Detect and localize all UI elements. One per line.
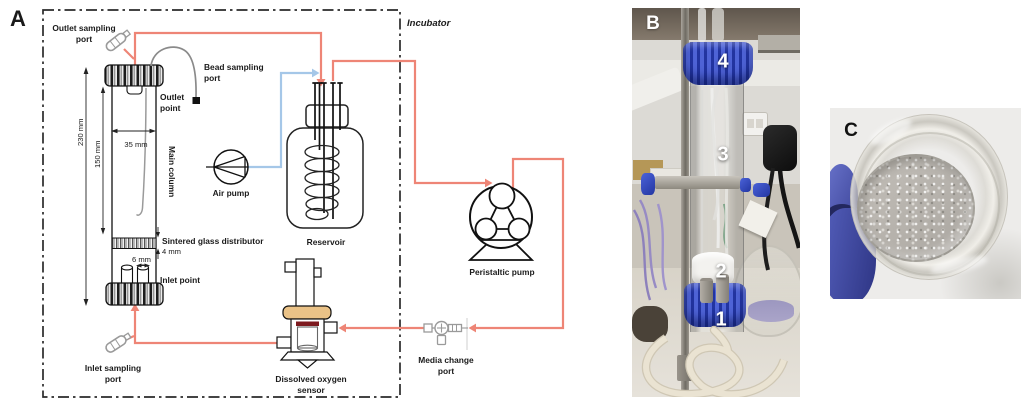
main-column-label: Main column — [167, 146, 177, 197]
dim-column-height: 230 mm — [76, 119, 85, 146]
inlet-tubes — [120, 264, 150, 283]
bead-sampling-label: Bead sampling — [204, 62, 264, 72]
do-sensor-icon — [276, 258, 338, 369]
sintered-glass-distributor — [111, 237, 157, 249]
arrow-into-media-port — [468, 323, 476, 333]
dim-column-width: 35 mm — [124, 140, 147, 149]
power-plug — [763, 125, 797, 171]
outlet-point-nozzle — [126, 85, 143, 95]
arrow-into-pump — [485, 178, 493, 188]
panel-c-photo: C — [830, 108, 1021, 299]
sintered-label: Sintered glass distributor — [162, 236, 264, 246]
inlet-fitting — [700, 278, 713, 303]
inlet-point-label: Inlet point — [160, 275, 200, 285]
flow-line-reservoir-to-pump — [331, 59, 485, 185]
marker-1: 1 — [715, 308, 727, 331]
inlet-sampling-label: Inlet sampling — [85, 363, 141, 373]
top-screw-cap — [683, 42, 753, 85]
marker-2: 2 — [715, 260, 727, 283]
marker-3: 3 — [717, 143, 729, 166]
column-bottom-cap — [105, 282, 164, 306]
peristaltic-pump-icon — [467, 182, 535, 261]
arrow-into-sensor — [338, 323, 346, 333]
bead-tube-internal — [135, 87, 147, 216]
flow-line-sensor-to-inlet — [122, 311, 280, 345]
reservoir-icon — [286, 82, 364, 229]
svg-text:port: port — [76, 34, 92, 44]
inlet-fitting — [716, 274, 729, 303]
arrow-air-into-reservoir — [312, 68, 320, 78]
incubator-boundary — [42, 9, 401, 398]
svg-text:port: port — [204, 73, 220, 83]
panel-b-letter: B — [646, 13, 660, 34]
panel-a-schematic: A Incubator Outlet sampling port Bead sa… — [10, 6, 565, 398]
reservoir-coil — [304, 144, 340, 221]
peristaltic-label: Peristaltic pump — [469, 267, 534, 277]
tube-above-cap — [698, 8, 706, 42]
panel-a-letter: A — [10, 6, 26, 31]
air-pump-icon — [206, 149, 249, 185]
svg-text:point: point — [160, 103, 181, 113]
tube-above-cap — [712, 8, 724, 42]
flow-line-pump-to-media-port — [476, 157, 565, 330]
do-sensor-label: Dissolved oxygen — [275, 374, 346, 384]
stand-rod — [681, 8, 689, 397]
bottom-screw-cap — [684, 283, 746, 327]
outlet-point-label: Outlet — [160, 92, 184, 102]
svg-text:sensor: sensor — [297, 385, 325, 395]
valve-knob — [740, 178, 751, 192]
incubator-label: Incubator — [407, 18, 452, 29]
air-line — [248, 71, 312, 169]
main-column — [104, 64, 164, 306]
shelf-bracket — [758, 35, 800, 53]
dim-bed-height: 150 mm — [93, 141, 102, 168]
outlet-sampling-label: Outlet sampling — [52, 23, 115, 33]
bead-fill — [857, 154, 975, 262]
svg-text:port: port — [438, 366, 454, 376]
inlet-sampling-stopcock-icon — [105, 332, 132, 353]
bead-sampling-tip — [192, 97, 200, 104]
sensor-collar — [282, 305, 332, 320]
clamp-knob — [641, 173, 655, 195]
dim-inlet: 6 mm — [132, 255, 151, 264]
tubing-loops — [641, 325, 789, 397]
bead-sampling-tube — [150, 46, 197, 98]
sensor-band — [296, 321, 319, 326]
clamp-crossbar — [655, 176, 740, 189]
column-top-cap — [104, 64, 164, 87]
arrow-into-column-inlet — [130, 303, 140, 311]
valve-knob — [753, 183, 770, 197]
dim-distributor: 4 mm — [162, 247, 181, 256]
reservoir-label: Reservoir — [307, 237, 346, 247]
panel-c-letter: C — [844, 120, 858, 141]
dimension-arrowheads — [83, 67, 160, 306]
media-change-port-icon — [423, 318, 468, 350]
panel-b-photo: 4 3 2 1 B — [632, 8, 800, 397]
bowl-liquid — [748, 300, 794, 322]
air-pump-label: Air pump — [213, 188, 250, 198]
flow-line-outlet-to-reservoir — [123, 31, 323, 79]
svg-text:port: port — [105, 374, 121, 384]
outlet-sampling-stopcock-icon — [105, 29, 132, 52]
marker-4: 4 — [717, 50, 729, 73]
media-change-label: Media change — [418, 355, 474, 365]
